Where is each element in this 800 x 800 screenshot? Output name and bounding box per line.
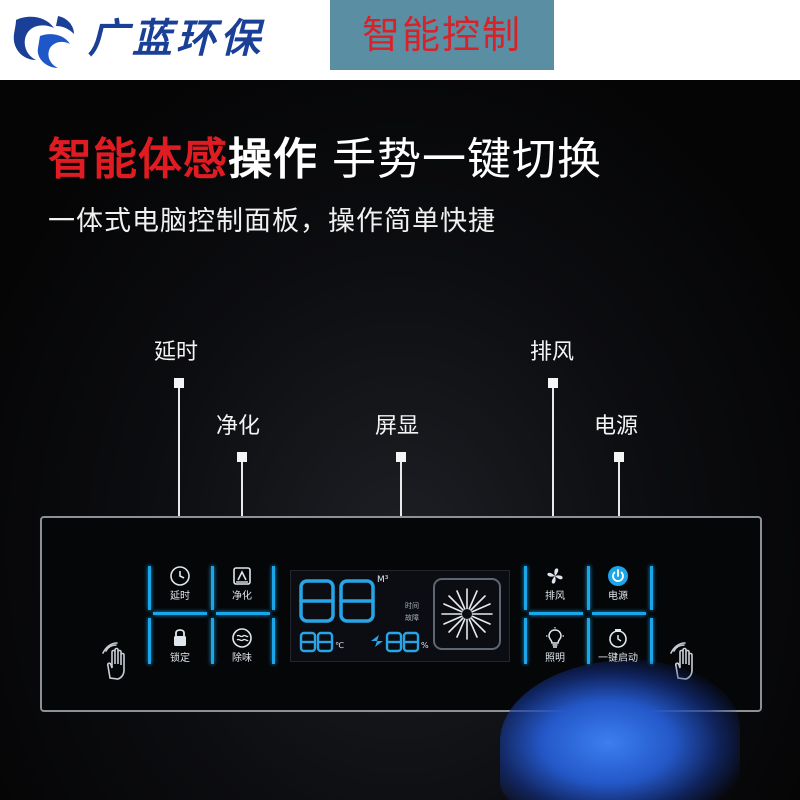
- power-icon: [608, 566, 628, 586]
- panel-bar: [529, 612, 583, 615]
- panel-bar: [272, 566, 275, 610]
- panel-bar: [587, 618, 590, 664]
- callout-screen-label: 屏显: [375, 414, 420, 439]
- deodorize-icon: [232, 628, 252, 648]
- callout-screen-line: [400, 462, 402, 553]
- one-key-start-button-label: 一键启动: [598, 653, 638, 664]
- callout-delay-dot: [174, 378, 184, 388]
- panel-bar: [153, 612, 207, 615]
- lcd-label-time: 时间: [405, 602, 419, 610]
- callout-purify-label: 净化: [216, 414, 261, 439]
- power-button-label: 电源: [608, 591, 628, 602]
- lcd-humidity-unit: %: [421, 641, 429, 650]
- light-button[interactable]: 照明: [527, 626, 583, 666]
- hand-gesture-icon: [102, 642, 125, 680]
- panel-bar: [148, 618, 151, 664]
- panel-bar: [272, 618, 275, 664]
- header-badge: 智能控制: [330, 0, 554, 70]
- brand-name: 广蓝环保: [88, 15, 264, 62]
- headline: 智能体感操作手势一键切换: [48, 130, 602, 190]
- purify-button-label: 净化: [232, 591, 252, 602]
- lcd-sunburst-box: [433, 578, 501, 650]
- panel-bar: [650, 618, 653, 664]
- delay-button-label: 延时: [170, 591, 190, 602]
- callout-exhaust-dot: [548, 378, 558, 388]
- callout-power-label: 电源: [594, 414, 639, 439]
- panel-bar: [211, 618, 214, 664]
- lcd-graphics: [299, 578, 501, 653]
- lcd-unit: M³: [377, 575, 389, 585]
- deodorize-button-label: 除味: [232, 653, 252, 664]
- deodorize-button[interactable]: 除味: [214, 626, 270, 666]
- fan-icon: [547, 568, 563, 584]
- panel-bar: [650, 566, 653, 610]
- lcd-label-fault: 故障: [405, 614, 419, 622]
- lcd-temp-digits: [299, 631, 334, 653]
- lcd-fan-icon: [371, 635, 383, 647]
- panel-bar: [148, 566, 151, 610]
- bulb-icon: [546, 627, 564, 648]
- callout-screen-dot: [396, 452, 406, 462]
- lcd-display: M³ 时间 故障 ℃ %: [290, 570, 510, 662]
- callout-purify-dot: [237, 452, 247, 462]
- lock-button-label: 锁定: [170, 653, 190, 664]
- purify-button[interactable]: 净化: [214, 564, 270, 604]
- exhaust-button[interactable]: 排风: [527, 564, 583, 604]
- callout-power-dot: [614, 452, 624, 462]
- exhaust-button-label: 排风: [545, 591, 565, 602]
- headline-white: 操作: [228, 134, 318, 185]
- clock-icon: [170, 566, 190, 586]
- lcd-main-digits: [299, 579, 375, 623]
- panel-bar: [211, 566, 214, 610]
- one-key-start-icon: [609, 629, 627, 648]
- hand-glow-image: [500, 660, 740, 800]
- headline-red: 智能体感: [48, 134, 228, 185]
- panel-bar: [592, 612, 646, 615]
- panel-bar: [524, 618, 527, 664]
- lock-button[interactable]: 锁定: [152, 626, 208, 666]
- power-button[interactable]: 电源: [590, 564, 646, 604]
- lock-icon: [174, 629, 186, 646]
- delay-button[interactable]: 延时: [152, 564, 208, 604]
- one-key-start-button[interactable]: 一键启动: [586, 626, 650, 666]
- light-button-label: 照明: [545, 653, 565, 664]
- lcd-temp-unit: ℃: [335, 641, 344, 650]
- callout-exhaust-label: 排风: [530, 340, 575, 365]
- panel-bar: [216, 612, 270, 615]
- logo-icon: [13, 16, 74, 68]
- headline-light: 手势一键切换: [332, 134, 602, 185]
- callout-exhaust-line: [552, 388, 554, 553]
- header-bar: 广蓝环保 智能控制: [0, 0, 800, 80]
- lcd-humidity-digits: [385, 631, 420, 653]
- subline: 一体式电脑控制面板，操作简单快捷: [48, 206, 496, 237]
- callout-delay-label: 延时: [154, 340, 199, 365]
- callout-purify-line: [241, 462, 243, 553]
- header-badge-text: 智能控制: [361, 13, 522, 57]
- callout-delay-line: [178, 388, 180, 553]
- purify-icon: [233, 567, 251, 585]
- callout-power-line: [618, 462, 620, 553]
- panel-bar: [587, 566, 590, 610]
- panel-bar: [524, 566, 527, 610]
